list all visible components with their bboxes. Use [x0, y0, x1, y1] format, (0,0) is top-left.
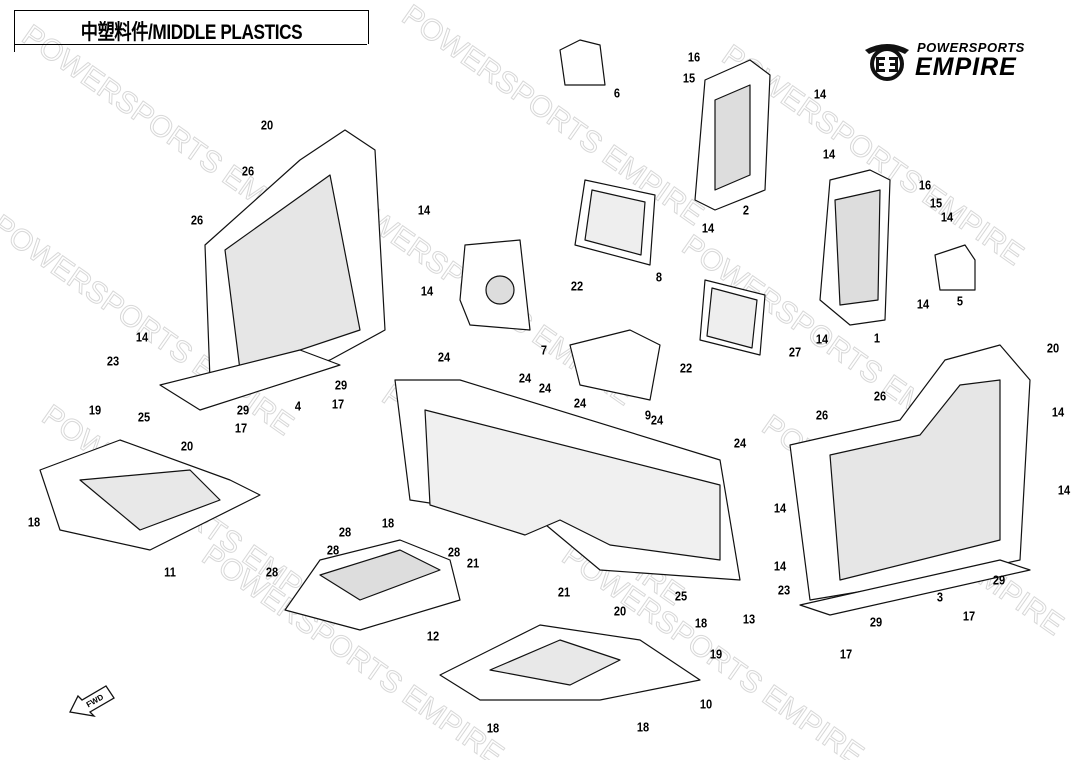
callout-number: 20 — [180, 438, 194, 454]
callout-number: 8 — [655, 269, 663, 285]
callout-number: 14 — [135, 329, 149, 345]
part-6-cover — [559, 39, 606, 86]
title-divider — [14, 44, 367, 45]
part-1-right-bracket — [819, 169, 891, 326]
part-8-grille — [574, 179, 656, 266]
callout-number: 29 — [236, 402, 250, 418]
callout-number: 14 — [815, 331, 829, 347]
callout-number: 26 — [241, 163, 255, 179]
callout-number: 17 — [839, 646, 853, 662]
callout-number: 14 — [701, 220, 715, 236]
callout-number: 24 — [650, 412, 664, 428]
logo-line2: EMPIRE — [915, 53, 1017, 81]
callout-number: 10 — [699, 696, 713, 712]
part-2-upper-bracket — [694, 59, 771, 211]
callout-number: 21 — [557, 584, 571, 600]
title-box: 中塑料件/MIDDLE PLASTICS — [14, 10, 369, 44]
callout-number: 22 — [570, 278, 584, 294]
part-4-left-side-panel — [159, 129, 386, 411]
callout-number: 14 — [822, 146, 836, 162]
callout-number: 16 — [918, 177, 932, 193]
title-divider-side — [14, 44, 15, 52]
forward-arrow-icon: FWD — [69, 685, 115, 717]
callout-number: 14 — [940, 209, 954, 225]
callout-number: 24 — [573, 395, 587, 411]
callout-number: 20 — [613, 603, 627, 619]
callout-number: 2 — [742, 202, 750, 218]
fwd-arrow: FWD — [68, 682, 118, 718]
callout-number: 26 — [190, 212, 204, 228]
callout-number: 14 — [1057, 482, 1071, 498]
callout-number: 23 — [106, 353, 120, 369]
callout-number: 28 — [447, 544, 461, 560]
callout-number: 28 — [326, 542, 340, 558]
part-10-skid-plate — [439, 624, 701, 701]
callout-number: 22 — [679, 360, 693, 376]
callout-number: 21 — [466, 555, 480, 571]
callout-number: 26 — [815, 407, 829, 423]
callout-number: 15 — [682, 70, 696, 86]
part-7-housing — [459, 239, 531, 331]
callout-number: 20 — [1046, 340, 1060, 356]
callout-number: 25 — [137, 409, 151, 425]
callout-number: 18 — [381, 515, 395, 531]
callout-number: 29 — [992, 572, 1006, 588]
callout-number: 14 — [1051, 404, 1065, 420]
callout-number: 29 — [869, 614, 883, 630]
callout-number: 14 — [420, 283, 434, 299]
callout-number: 14 — [813, 86, 827, 102]
part-12-tunnel-cover — [284, 539, 461, 631]
callout-number: 29 — [334, 377, 348, 393]
callout-number: 19 — [88, 402, 102, 418]
callout-number: 12 — [426, 628, 440, 644]
callout-number: 24 — [518, 370, 532, 386]
callout-number: 17 — [234, 420, 248, 436]
page-title: 中塑料件/MIDDLE PLASTICS — [80, 21, 303, 44]
logo-line1: POWERSPORTS — [917, 40, 1025, 55]
wing-emblem-icon — [865, 44, 909, 81]
callout-number: 19 — [709, 646, 723, 662]
callout-number: 1 — [873, 330, 881, 346]
part-9-cover — [569, 329, 661, 401]
callout-number: 20 — [260, 117, 274, 133]
callout-number: 18 — [486, 720, 500, 736]
callout-number: 6 — [613, 85, 621, 101]
callout-number: 15 — [929, 195, 943, 211]
part-13-center-panel — [394, 379, 741, 581]
callout-number: 18 — [636, 719, 650, 735]
callout-number: 18 — [27, 514, 41, 530]
callout-number: 18 — [694, 615, 708, 631]
callout-number: 14 — [773, 558, 787, 574]
callout-number: 14 — [417, 202, 431, 218]
callout-number: 28 — [338, 524, 352, 540]
callout-number: 26 — [873, 388, 887, 404]
callout-number: 9 — [644, 407, 652, 423]
callout-number: 28 — [265, 564, 279, 580]
callout-number: 25 — [674, 588, 688, 604]
callout-number: 11 — [164, 564, 176, 580]
part-27-grille — [699, 279, 766, 356]
callout-number: 5 — [956, 293, 964, 309]
callout-number: 24 — [538, 380, 552, 396]
part-3-right-side-panel — [789, 344, 1031, 616]
part-11-skid-plate — [39, 439, 261, 551]
callout-number: 24 — [733, 435, 747, 451]
callout-number: 17 — [962, 608, 976, 624]
callout-number: 14 — [773, 500, 787, 516]
callout-number: 3 — [936, 589, 944, 605]
callout-number: 16 — [687, 49, 701, 65]
callout-number: 24 — [437, 349, 451, 365]
callout-number: 23 — [777, 582, 791, 598]
callout-number: 14 — [916, 296, 930, 312]
callout-number: 13 — [742, 611, 756, 627]
brand-logo: POWERSPORTS EMPIRE — [862, 40, 1062, 85]
callout-number: 17 — [331, 396, 345, 412]
callout-number: 27 — [788, 344, 802, 360]
part-5-cover — [934, 244, 976, 291]
callout-number: 7 — [540, 342, 548, 358]
callout-number: 4 — [294, 398, 302, 414]
